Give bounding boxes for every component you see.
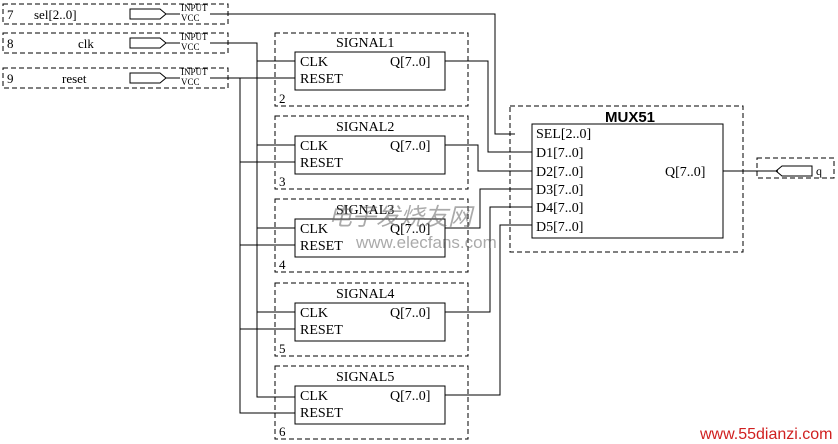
input-pin-num: 8 (7, 36, 14, 51)
signal-body (294, 218, 446, 258)
q-port-label: Q[7..0] (390, 55, 430, 70)
signal-body (294, 51, 446, 91)
mux-body (531, 123, 724, 239)
mux-port-d5: D5[7..0] (536, 220, 583, 235)
signal-block-3[interactable]: SIGNAL3 CLK RESET Q[7..0] 4 (274, 198, 469, 273)
input-vcc-label: VCC (181, 42, 200, 52)
signal-block-4[interactable]: SIGNAL4 CLK RESET Q[7..0] 5 (274, 282, 469, 357)
reset-port-label: RESET (300, 156, 343, 171)
reset-port-label: RESET (300, 323, 343, 338)
input-pin-name: sel[2..0] (34, 7, 77, 22)
signal-title: SIGNAL4 (336, 287, 394, 302)
input-pin-num: 7 (7, 7, 14, 22)
block-number: 5 (279, 341, 286, 356)
mux-port-q: Q[7..0] (665, 165, 705, 180)
signal-title: SIGNAL3 (336, 203, 394, 218)
q-port-label: Q[7..0] (390, 139, 430, 154)
input-type-label: INPUT (181, 3, 208, 13)
signal-block-1[interactable]: SIGNAL1 CLK RESET Q[7..0] 2 (274, 32, 469, 107)
signal-title: SIGNAL5 (336, 370, 394, 385)
signal-body (294, 385, 446, 425)
signal-block-2[interactable]: SIGNAL2 CLK RESET Q[7..0] 3 (274, 115, 469, 190)
output-pin-name: q (816, 164, 822, 178)
data-wires (445, 60, 532, 396)
input-pin-num: 9 (7, 71, 14, 86)
q-port-label: Q[7..0] (390, 306, 430, 321)
mux-title: MUX51 (605, 109, 655, 126)
signal-body (294, 135, 446, 175)
mux-port-d3: D3[7..0] (536, 183, 583, 198)
watermark-center: 电子发烧友网 www.elecfans.com (328, 203, 497, 252)
output-pin-q[interactable]: q (723, 157, 835, 179)
input-pin-name: reset (62, 71, 87, 86)
input-port-shape (129, 72, 167, 84)
block-number: 4 (279, 257, 286, 272)
mux-port-sel: SEL[2..0] (536, 127, 591, 142)
watermark-url-text: www.elecfans.com (355, 233, 497, 252)
mux-port-d4: D4[7..0] (536, 201, 583, 216)
signal-block-5[interactable]: SIGNAL5 CLK RESET Q[7..0] 6 (274, 365, 469, 440)
input-pin-name: clk (78, 36, 94, 51)
mux51-block[interactable]: MUX51 SEL[2..0] D1[7..0] D2[7..0] D3[7..… (509, 105, 744, 253)
mux-port-d1: D1[7..0] (536, 146, 583, 161)
output-port-shape (775, 165, 813, 177)
clk-port-label: CLK (300, 55, 328, 70)
input-type-label: INPUT (181, 32, 208, 42)
input-wires (210, 13, 515, 414)
reset-port-label: RESET (300, 239, 343, 254)
signal-title: SIGNAL1 (336, 36, 394, 51)
input-vcc-label: VCC (181, 13, 200, 23)
q-port-label: Q[7..0] (390, 389, 430, 404)
clk-port-label: CLK (300, 222, 328, 237)
input-vcc-label: VCC (181, 77, 200, 87)
mux-port-d2: D2[7..0] (536, 165, 583, 180)
input-pin-clk[interactable]: 8 clk INPUT VCC (2, 32, 229, 54)
signal-title: SIGNAL2 (336, 120, 394, 135)
clk-port-label: CLK (300, 389, 328, 404)
input-type-label: INPUT (181, 67, 208, 77)
input-port-shape (129, 8, 167, 20)
clk-port-label: CLK (300, 306, 328, 321)
watermark-corner: www.55dianzi.com (699, 426, 833, 443)
block-number: 6 (279, 424, 286, 439)
reset-port-label: RESET (300, 72, 343, 87)
input-port-shape (129, 37, 167, 49)
block-number: 3 (279, 174, 286, 189)
block-number: 2 (279, 91, 286, 106)
q-port-label: Q[7..0] (390, 222, 430, 237)
watermark-cn-text: 电子发烧友网 (328, 203, 475, 231)
reset-port-label: RESET (300, 406, 343, 421)
clk-port-label: CLK (300, 139, 328, 154)
input-pin-sel[interactable]: 7 sel[2..0] INPUT VCC (2, 3, 229, 25)
input-pin-reset[interactable]: 9 reset INPUT VCC (2, 67, 229, 89)
signal-body (294, 302, 446, 342)
